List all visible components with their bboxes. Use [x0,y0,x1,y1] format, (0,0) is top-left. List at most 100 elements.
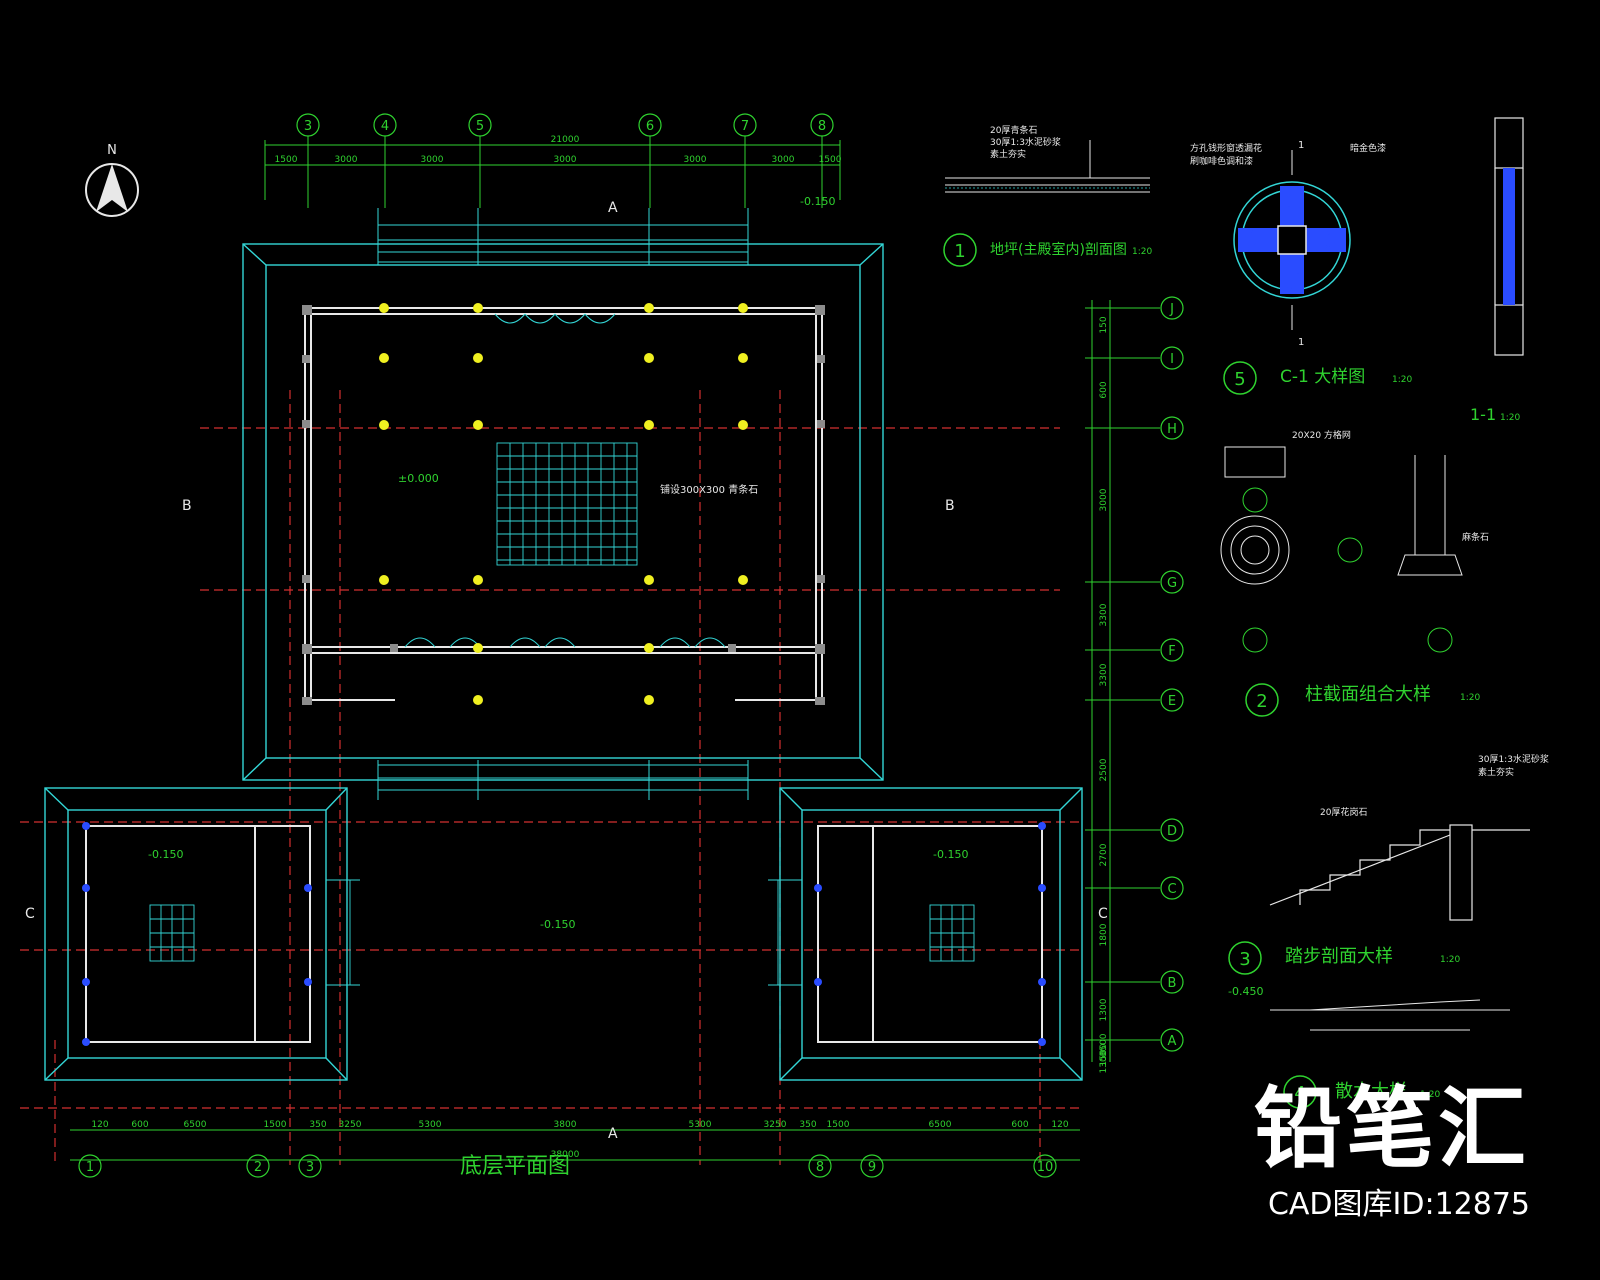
detail-3-note-1: 20厚花岗石 [1320,806,1367,818]
floor-note: 铺设300X300 青条石 [660,483,758,496]
detail-1-number: 1 [954,241,965,262]
dim-right-10: 1500 [1099,1043,1109,1066]
detail-4-title: 散水大样 [1335,1081,1407,1102]
dim-bottom-total: 38000 [551,1150,580,1160]
section-mark-c-right: C [1098,906,1108,922]
section-mark-bottom: A [608,1126,618,1142]
grid-bubble-top-4: 4 [373,113,397,137]
grid-bubble-bottom-10-label: 10 [1037,1160,1054,1175]
grid-axis-right: J I H G F E D C B A [1085,296,1184,1052]
detail-5-note-2: 刷咖啡色调和漆 [1190,155,1253,167]
grid-bubble-bottom-9: 9 [860,1154,884,1178]
window-char-left: 宝 [1242,228,1262,252]
cut-mark-top: 1 [1298,140,1304,151]
grid-bubble-top-6: 6 [638,113,662,137]
grid-bubble-right-F-label: F [1168,644,1175,659]
dim-top-0: 1500 [275,155,298,165]
section-mark-top: A [608,200,618,216]
dim-top-2: 3000 [421,155,444,165]
grid-bubble-bottom-1-label: 1 [86,1160,94,1175]
grid-bubble-right-H: H [1160,416,1184,440]
detail-1-1-scale: 1:20 [1500,413,1520,423]
dim-bottom-5: 3250 [339,1120,362,1130]
dim-top-total: 21000 [551,135,580,145]
floor-plan-geometry [20,140,1111,1165]
detail-1-note-3: 素土夯实 [990,148,1026,160]
grid-bubble-top-7-label: 7 [741,119,749,134]
grid-bubble-right-B: B [1160,970,1184,994]
grid-bubble-right-A-label: A [1168,1034,1177,1049]
dim-right-5: 2500 [1099,758,1109,781]
detail-1-title: 地坪(主殿室内)剖面图 [990,241,1127,258]
detail-1-scale: 1:20 [1132,247,1152,257]
detail-4-scale: 1:20 [1420,1090,1440,1100]
window-char-top: 招 [1280,186,1300,210]
detail-2: 20X20 方格网 麻条石 2 柱截面组合大样 1:20 [1245,429,1489,717]
detail-3: 20厚花岗石 30厚1:3水泥砂浆 素土夯实 3 踏步剖面大样 1:20 [1228,753,1549,975]
north-arrow-icon: N [85,143,139,217]
grid-bubble-bottom-10: 10 [1033,1154,1057,1178]
dim-top-3: 3000 [554,155,577,165]
grid-bubble-bottom-1: 1 [78,1154,102,1178]
detail-3-number: 3 [1239,949,1250,970]
level-label-apron: -0.450 [1228,985,1263,998]
grid-bubble-top-8: 8 [810,113,834,137]
grid-bubble-right-C: C [1160,876,1184,900]
section-mark-left: B [182,498,192,514]
dim-top-6: 1500 [819,155,842,165]
grid-bubble-right-F: F [1160,638,1184,662]
detail-3-note-3: 素土夯实 [1478,766,1514,778]
grid-bubble-right-G: G [1160,570,1184,594]
grid-bubble-right-B-label: B [1168,976,1177,991]
detail-2-scale: 1:20 [1460,693,1480,703]
grid-bubble-right-D-label: D [1167,824,1177,839]
detail-5-note-3: 暗金色漆 [1350,142,1386,154]
detail-2-number: 2 [1256,691,1267,712]
detail-1: 1 地坪(主殿室内)剖面图 1:20 20厚青条石 30厚1:3水泥砂浆 素土夯… [943,124,1152,267]
level-label-left: -0.150 [148,848,183,861]
dim-top-5: 3000 [772,155,795,165]
grid-bubble-right-G-label: G [1167,576,1177,591]
dim-top-1: 3000 [335,155,358,165]
window-char-bottom: 财 [1282,271,1302,295]
detail-3-note-2: 30厚1:3水泥砂浆 [1478,753,1549,765]
grid-bubble-right-I: I [1160,346,1184,370]
dim-right-6: 2700 [1099,843,1109,866]
detail-5-number: 5 [1234,369,1245,390]
dim-right-11: 1300 [1099,1050,1109,1073]
dim-bottom-13: 600 [1011,1120,1028,1130]
grid-bubble-top-8-label: 8 [818,119,826,134]
detail-1-note-1: 20厚青条石 [990,124,1037,136]
grid-bubble-right-D: D [1160,818,1184,842]
grid-bubble-right-J-label: J [1169,302,1174,317]
detail-5: 招 宝 进 财 方孔钱形窗透漏花 刷咖啡色调和漆 暗金色漆 5 C-1 大样图 … [1190,140,1412,395]
brand-logo-text: 铅笔汇 [1253,1077,1530,1180]
section-mark-c-left: C [25,906,35,922]
grid-bubble-bottom-3: 3 [298,1154,322,1178]
detail-1-1-title: 1-1 [1470,405,1496,424]
dim-top-4: 3000 [684,155,707,165]
level-label-top: -0.150 [800,195,835,208]
dim-bottom-10: 350 [799,1120,816,1130]
detail-5-title: C-1 大样图 [1280,367,1365,387]
detail-1-1: 1-1 1:20 [1470,405,1520,424]
section-mark-right: B [945,498,955,514]
detail-3-title: 踏步剖面大样 [1285,946,1393,967]
detail-2-note-2: 麻条石 [1462,531,1489,543]
dim-bottom-1: 600 [131,1120,148,1130]
grid-bubble-right-E: E [1160,688,1184,712]
dim-right-7: 1800 [1099,923,1109,946]
dim-bottom-7: 3800 [554,1120,577,1130]
dim-bottom-3: 1500 [264,1120,287,1130]
detail-4-number: 4 [1294,1083,1305,1104]
dim-right-0: 150 [1099,316,1109,333]
detail-4: 4 散水大样 1:20 [1283,1075,1440,1109]
dim-bottom-2: 6500 [184,1120,207,1130]
dim-bottom-6: 5300 [419,1120,442,1130]
grid-bubble-top-5-label: 5 [476,119,484,134]
grid-bubble-bottom-2-label: 2 [254,1160,262,1175]
grid-bubble-right-J: J [1160,296,1184,320]
